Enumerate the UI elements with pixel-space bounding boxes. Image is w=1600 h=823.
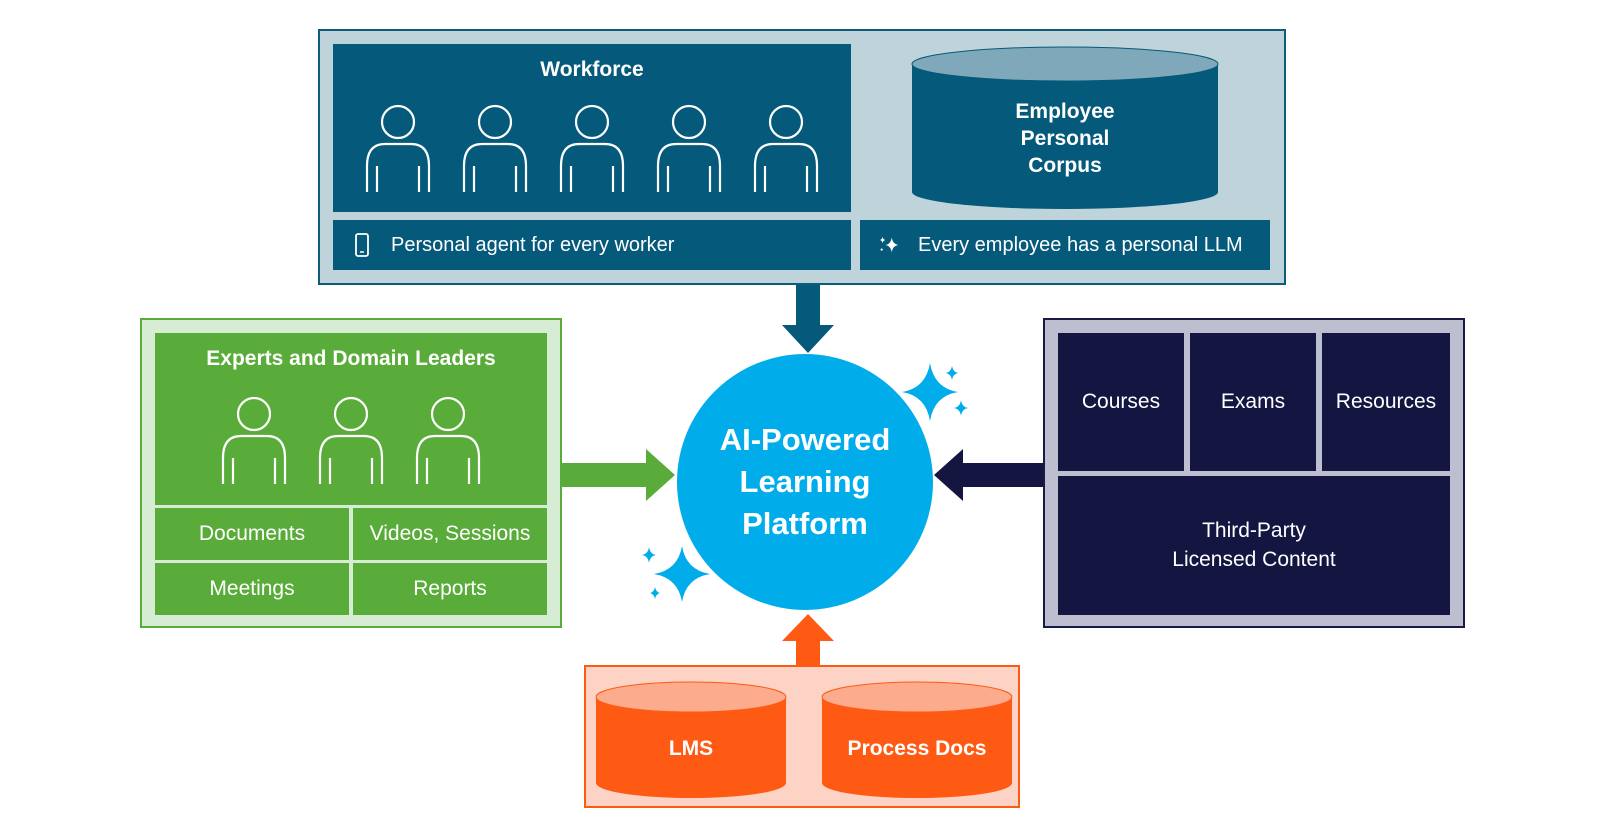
person-icon: [415, 396, 481, 484]
sources-databases: LMS Process Docs: [595, 681, 1013, 798]
ai-learning-platform-hub: AI-Powered Learning Platform: [677, 354, 933, 610]
person-icon: [221, 396, 287, 484]
videos-sessions-cell: Videos, Sessions: [353, 508, 547, 560]
person-icon: [318, 396, 384, 484]
person-icon: [462, 104, 528, 192]
phone-icon: [355, 233, 369, 257]
arrow-left-icon: [934, 449, 1043, 501]
exams-cell: Exams: [1190, 333, 1316, 471]
corpus-line-3: Corpus: [1028, 154, 1102, 177]
corpus-line-2: Personal: [1021, 127, 1110, 150]
licensed-line-1: Third-Party: [1202, 519, 1306, 543]
arrow-up-icon: [782, 614, 834, 665]
lms-database-icon: LMS: [595, 681, 787, 798]
arrow-down-icon: [782, 285, 834, 353]
reports-cell: Reports: [353, 563, 547, 615]
corpus-line-1: Employee: [1015, 100, 1114, 123]
resources-cell: Resources: [1322, 333, 1450, 471]
person-icon: [753, 104, 819, 192]
sparkle-icon: [879, 236, 899, 253]
personal-agent-text: Personal agent for every worker: [391, 233, 675, 256]
lms-label: LMS: [669, 737, 713, 760]
personal-agent-bar: Personal agent for every worker: [333, 220, 851, 270]
process-docs-database-icon: Process Docs: [821, 681, 1013, 798]
personal-llm-text: Every employee has a personal LLM: [918, 233, 1243, 256]
personal-llm-bar: Every employee has a personal LLM: [860, 220, 1270, 270]
licensed-content-cell: Third-Party Licensed Content: [1058, 476, 1450, 615]
person-icon: [656, 104, 722, 192]
courses-cell: Courses: [1058, 333, 1184, 471]
licensed-line-2: Licensed Content: [1172, 547, 1336, 571]
meetings-cell: Meetings: [155, 563, 349, 615]
hub-title: AI-Powered Learning Platform: [719, 422, 891, 541]
documents-cell: Documents: [155, 508, 349, 560]
experts-box: [155, 333, 547, 505]
sources-panel: LMS Process Docs: [584, 665, 1020, 808]
arrow-right-icon: [562, 449, 675, 501]
process-docs-label: Process Docs: [848, 737, 987, 760]
workforce-title: Workforce: [540, 58, 644, 81]
employee-corpus-area: Employee Personal Corpus: [860, 44, 1270, 212]
person-icon: [559, 104, 625, 192]
employee-corpus-database-icon: Employee Personal Corpus: [911, 46, 1219, 209]
experts-title: Experts and Domain Leaders: [206, 347, 496, 370]
person-icon: [365, 104, 431, 192]
workforce-people: [365, 104, 819, 192]
experts-people: [221, 396, 481, 484]
